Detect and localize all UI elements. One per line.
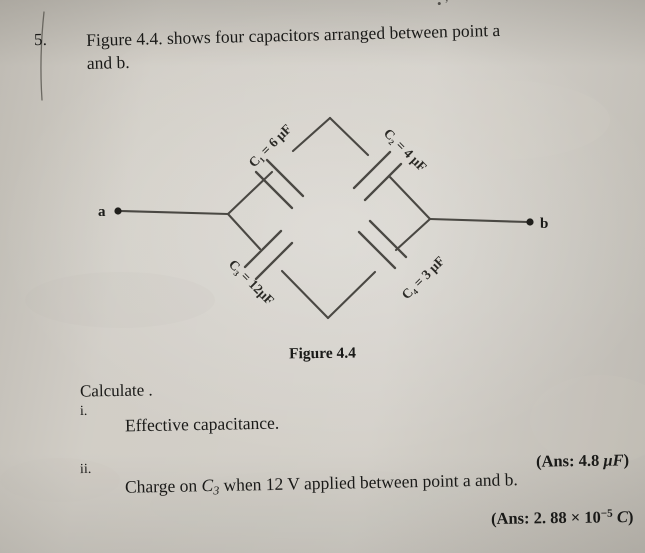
terminal-b-label: b xyxy=(540,216,548,232)
task-ii-text-before: Charge on xyxy=(124,475,202,497)
terminal-a-label: a xyxy=(98,204,106,220)
capacitor-c2-label: C₂ = 4 μF xyxy=(381,126,430,175)
task-ii-marker: ii. xyxy=(79,461,92,478)
task-ii-symbol: C xyxy=(201,475,214,496)
task-ii-answer-exponent: −5 xyxy=(600,507,613,520)
capacitor-c4-label: C₄ = 3 μF xyxy=(399,253,448,302)
capacitor-c4-plate-1 xyxy=(357,230,397,270)
task-i-answer-unit: μF xyxy=(603,450,624,470)
calculate-prompt: Calculate . xyxy=(79,380,153,401)
task-i-answer-suffix: ) xyxy=(623,450,630,470)
task-ii-answer-mantissa: 2. 88 × 10 xyxy=(533,507,601,528)
capacitor-c2-plate-1 xyxy=(352,150,392,190)
task-i-answer-value: 4.8 xyxy=(578,450,604,471)
terminal-b-dot xyxy=(526,218,534,226)
wire-right-node-to-b xyxy=(428,217,530,224)
task-i-marker: i. xyxy=(79,403,88,420)
capacitor-c1-plate-1 xyxy=(254,170,294,210)
task-ii-answer: (Ans: 2. 88 × 10−5 C) xyxy=(490,507,633,529)
task-ii-answer-suffix: ) xyxy=(627,507,634,527)
wire-branch-c4-upper xyxy=(394,217,432,252)
capacitor-c3-plate-2 xyxy=(254,241,294,281)
task-i-text: Effective capacitance. xyxy=(124,412,280,436)
wire-branch-c2-lower xyxy=(387,174,432,221)
task-i-answer-prefix: (Ans: xyxy=(535,451,579,471)
terminal-a-dot xyxy=(114,207,122,215)
wire-a-to-left-node xyxy=(118,209,230,216)
task-ii-answer-unit: C xyxy=(612,507,628,527)
wire-branch-c2-upper xyxy=(328,116,370,157)
capacitor-c4-plate-2 xyxy=(368,219,408,259)
task-i-answer: (Ans: 4.8 μF) xyxy=(536,450,629,471)
wire-branch-c4-lower xyxy=(326,270,377,320)
wire-branch-c1-upper xyxy=(291,116,332,153)
capacitor-c1-plate-2 xyxy=(265,158,305,198)
capacitor-c2-plate-2 xyxy=(363,162,403,202)
task-ii-answer-prefix: (Ans: xyxy=(490,508,534,528)
wire-branch-c1-lower xyxy=(226,170,274,216)
wire-branch-c3-lower xyxy=(280,269,330,320)
capacitor-c3-plate-1 xyxy=(243,229,283,269)
wire-branch-c3-upper xyxy=(226,212,262,251)
